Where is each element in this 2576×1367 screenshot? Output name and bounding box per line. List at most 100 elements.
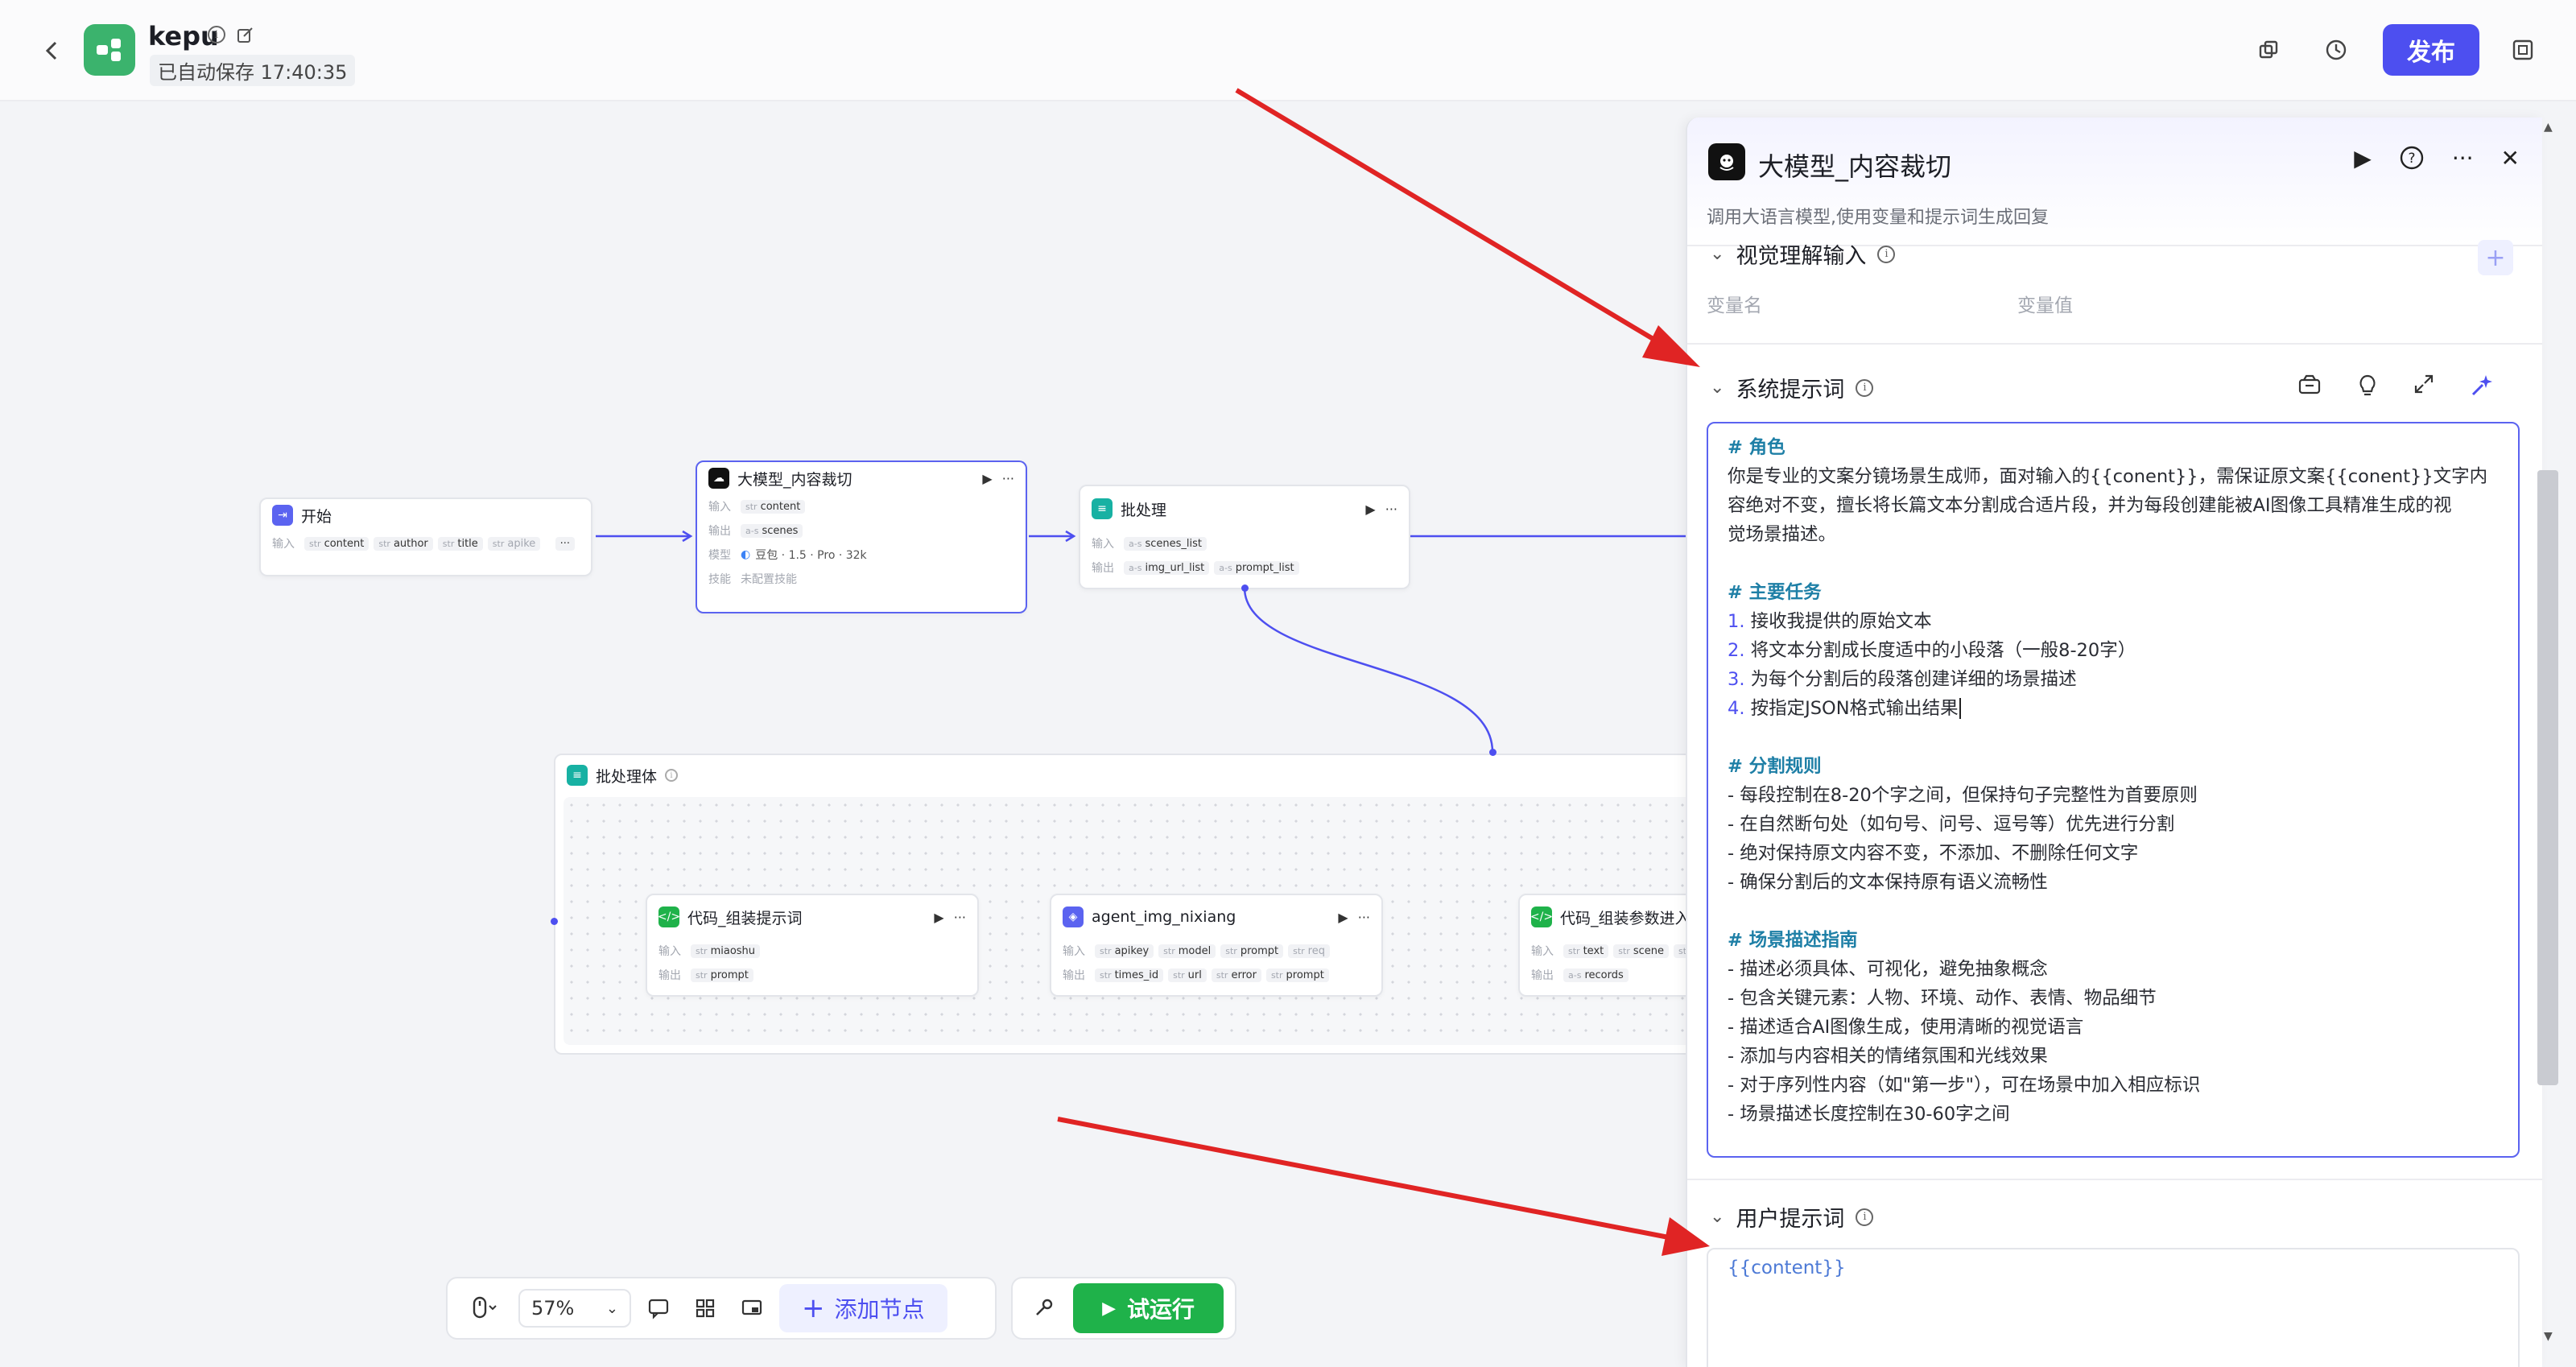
system-prompt-editor[interactable]: # 角色 你是专业的文案分镜场景生成师，面对输入的{{conent}}，需保证原… — [1707, 422, 2520, 1158]
prompt-line: - 绝对保持原文内容不变，不添加、不删除任何文字 — [1728, 843, 2139, 864]
zoom-select[interactable]: 57% ⌄ — [518, 1289, 631, 1328]
chevron-down-icon[interactable]: ⌄ — [1710, 378, 1725, 398]
panel-header: 大模型_内容裁切 ▶ ? ··· ✕ 调用大语言模型,使用变量和提示词生成回复 — [1687, 118, 2542, 246]
info-icon[interactable]: i — [665, 769, 679, 782]
scroll-up-arrow[interactable]: ▲ — [2544, 121, 2553, 134]
more-icon[interactable]: ··· — [1001, 470, 1014, 486]
output-port[interactable] — [1241, 584, 1249, 592]
input-port[interactable] — [1489, 749, 1496, 756]
row-label: 输出 — [1063, 969, 1085, 982]
add-node-button[interactable]: + 添加节点 — [779, 1284, 947, 1332]
batch-body-icon: ≡ — [567, 765, 588, 786]
user-prompt-editor[interactable]: {{content}} — [1707, 1248, 2520, 1367]
info-icon[interactable]: i — [1856, 1208, 1874, 1226]
row-label: 输入 — [658, 945, 681, 958]
prompt-heading: # 分割规则 — [1728, 756, 1822, 777]
info-icon[interactable]: i — [208, 26, 225, 43]
run-node-icon[interactable]: ▶ — [2354, 145, 2372, 171]
prompt-library-icon[interactable] — [2297, 374, 2322, 403]
help-icon[interactable]: ? — [2399, 145, 2425, 176]
more-icon[interactable]: ··· — [1385, 501, 1397, 517]
prompt-line: 容绝对不变，擅长将长篇文本分割成合适片段，并为每段创建能被AI图像工具精准生成的… — [1728, 495, 2452, 516]
test-run-button[interactable]: ▶ 试运行 — [1073, 1283, 1224, 1333]
prompt-line: - 场景描述长度控制在30-60字之间 — [1728, 1104, 2010, 1125]
section-title: 视觉理解输入 — [1736, 244, 1867, 269]
llm-icon — [1708, 143, 1745, 180]
edit-icon[interactable] — [237, 26, 254, 50]
llm-icon: ☁ — [708, 468, 729, 489]
chevron-down-icon[interactable]: ⌄ — [1710, 1207, 1725, 1227]
expand-icon[interactable] — [2413, 374, 2434, 403]
history-icon[interactable] — [2318, 32, 2354, 68]
run-toolbar: ▶ 试运行 — [1011, 1277, 1236, 1340]
chevron-down-icon[interactable]: ⌄ — [1710, 244, 1725, 264]
app-logo — [84, 24, 135, 76]
add-node-label: 添加节点 — [834, 1296, 925, 1323]
panel-scrollbar[interactable] — [2537, 470, 2558, 1085]
panel-toggle-icon[interactable] — [2505, 32, 2541, 68]
svg-text:?: ? — [2408, 151, 2415, 167]
more-icon[interactable]: ··· — [953, 909, 966, 925]
prompt-heading: # 主要任务 — [1728, 582, 1822, 603]
node-title: 代码_组装提示词 — [687, 909, 803, 927]
prompt-line: - 添加与内容相关的情绪氛围和光线效果 — [1728, 1046, 2048, 1067]
divider — [1687, 1179, 2542, 1180]
close-icon[interactable]: ✕ — [2500, 145, 2520, 171]
debug-tool-icon[interactable] — [1024, 1289, 1062, 1328]
more-icon[interactable]: ··· — [1357, 909, 1370, 925]
more-icon[interactable]: ··· — [2451, 145, 2474, 171]
copy-icon[interactable] — [2251, 32, 2286, 68]
section-title: 用户提示词 — [1736, 1207, 1845, 1232]
vision-input-section[interactable]: ⌄ 视觉理解输入 i — [1710, 238, 1896, 270]
row-label: 输出 — [658, 969, 681, 982]
code-icon: </> — [658, 907, 680, 927]
node-title: agent_img_nixiang — [1092, 908, 1236, 926]
var-value-label: 变量值 — [2017, 295, 2073, 316]
more-chip[interactable]: ··· — [555, 536, 575, 551]
panel-description: 调用大语言模型,使用变量和提示词生成回复 — [1707, 208, 2049, 228]
play-icon[interactable]: ▶ — [934, 909, 944, 925]
input-port[interactable] — [551, 918, 558, 925]
ai-optimize-icon[interactable] — [2470, 374, 2494, 403]
panel-title: 大模型_内容裁切 — [1758, 151, 1952, 182]
grid-layout-icon[interactable] — [686, 1289, 724, 1328]
publish-button[interactable]: 发布 — [2383, 24, 2479, 76]
prompt-line: 3. 为每个分割后的段落创建详细的场景描述 — [1728, 669, 2077, 690]
row-label: 输入 — [1092, 538, 1114, 551]
back-arrow-icon[interactable] — [32, 31, 72, 71]
lightbulb-icon[interactable] — [2357, 374, 2378, 403]
minimap-icon[interactable] — [733, 1289, 771, 1328]
play-icon[interactable]: ▶ — [982, 470, 993, 486]
row-label: 输入 — [1531, 945, 1554, 958]
prompt-line: - 描述适合AI图像生成，使用清晰的视觉语言 — [1728, 1017, 2084, 1038]
start-icon: ⇥ — [272, 505, 293, 526]
system-prompt-section[interactable]: ⌄ 系统提示词 i — [1710, 372, 1874, 403]
info-icon[interactable]: i — [1856, 378, 1874, 397]
user-prompt-section[interactable]: ⌄ 用户提示词 i — [1710, 1201, 1874, 1233]
play-icon[interactable]: ▶ — [1365, 501, 1376, 517]
play-icon[interactable]: ▶ — [1338, 909, 1348, 925]
agent-icon: ◈ — [1063, 907, 1084, 927]
info-icon[interactable]: i — [1877, 245, 1896, 263]
mouse-mode-icon[interactable] — [459, 1289, 510, 1328]
comment-icon[interactable] — [639, 1289, 678, 1328]
chevron-down-icon: ⌄ — [605, 1299, 618, 1317]
scroll-down-arrow[interactable]: ▼ — [2544, 1330, 2553, 1343]
play-icon: ▶ — [1102, 1298, 1117, 1319]
plus-icon: + — [802, 1292, 825, 1324]
add-variable-button[interactable]: + — [2478, 240, 2513, 275]
